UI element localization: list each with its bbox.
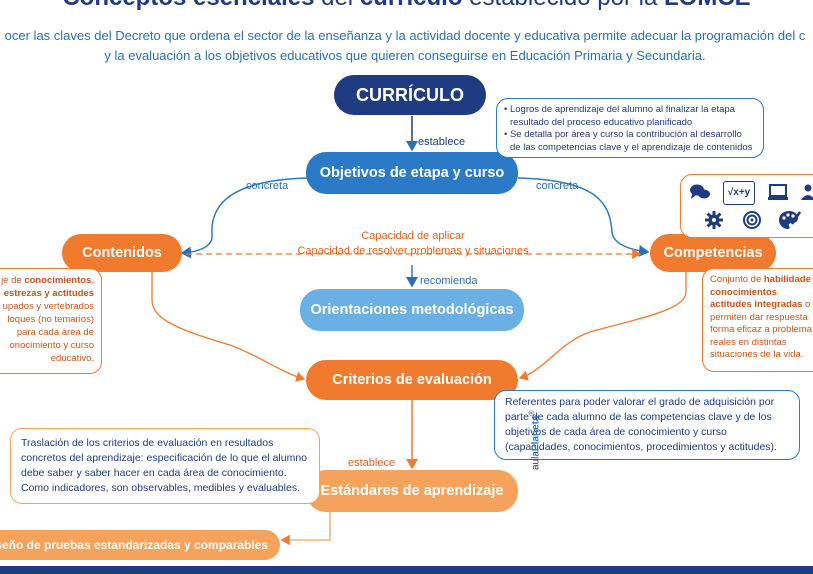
computer-icon: [767, 181, 789, 203]
speech-bubbles-icon: [689, 181, 711, 203]
concreta-label-right: concreta: [536, 180, 579, 192]
competencias-node: Competencias: [650, 234, 776, 272]
establece-label-1: establece: [418, 136, 466, 148]
concreta-label-left: concreta: [246, 180, 289, 192]
subtitle-line-2: y la evaluación a los objetivos educativ…: [104, 48, 706, 63]
people-icon: [801, 181, 813, 203]
estandares-note: Traslación de los criterios de evaluació…: [10, 428, 320, 504]
contenidos-node: Contenidos: [62, 234, 182, 272]
palette-icon: [779, 209, 801, 231]
establece-label-2: establece: [348, 457, 396, 469]
pruebas-node: iseño de pruebas estandarizadas y compar…: [0, 530, 280, 560]
competencias-icon-box: √x+y: [680, 174, 813, 238]
estandares-node: Estándares de aprendizaje: [306, 470, 518, 512]
curriculo-note: • Logros de aprendizaje del alumno al fi…: [496, 98, 764, 158]
objetivos-node: Objetivos de etapa y curso: [306, 152, 518, 194]
criterios-note: Referentes para poder valorar el grado d…: [494, 390, 800, 460]
contenidos-note: je de conocimientos, estrezas y actitude…: [0, 268, 102, 374]
curriculo-node: CURRÍCULO: [334, 75, 486, 115]
subtitle-line-1: ocer las claves del Decreto que ordena e…: [4, 28, 806, 43]
capacidades-label: Capacidad de aplicar Capacidad de resolv…: [297, 230, 529, 257]
gear-icon: [703, 209, 725, 231]
page-title: Conceptos esenciales del currículo estab…: [0, 0, 813, 12]
target-icon: [741, 209, 763, 231]
aulaplaneta-logo: aulaPlaneta®: [529, 410, 542, 470]
criterios-node: Criterios de evaluación: [306, 360, 518, 400]
orientaciones-node: Orientaciones metodológicas: [300, 289, 524, 331]
competencias-note: Conjunto de habilidade conocimientos act…: [702, 268, 813, 372]
recomienda-label: recomienda: [420, 275, 478, 287]
square-root-icon: √x+y: [723, 181, 755, 205]
